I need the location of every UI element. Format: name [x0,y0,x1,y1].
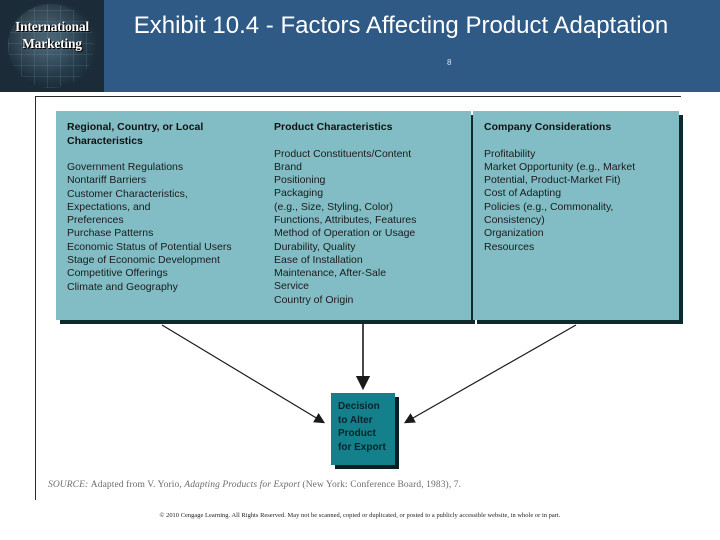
factor-box-product-items: Product Constituents/Content Brand Posit… [274,147,417,306]
slide-title: Exhibit 10.4 - Factors Affecting Product… [133,12,669,39]
arrow-regional-to-decision [161,324,326,424]
factor-box-regional-title: Regional, Country, or Local Characterist… [67,121,204,147]
page-number: 8 [447,58,452,67]
logo-line-1: International [15,19,89,34]
logo-line-2: Marketing [22,36,82,51]
factor-box-regional: Regional, Country, or Local Characterist… [56,111,268,320]
copyright-footer: © 2010 Cengage Learning. All Rights Rese… [159,512,561,519]
factor-box-regional-items: Government Regulations Nontariff Barrier… [67,161,232,293]
source-publication: (New York: Conference Board, 1983), 7. [299,480,462,490]
source-note: SOURCE: Adapted from V. Yorio, Adapting … [48,480,461,490]
factor-box-company: Company Considerations Profitability Mar… [473,111,679,320]
source-label: SOURCE: [48,480,91,490]
decision-box: Decision to Alter Product for Export [331,393,395,465]
factor-box-company-items: Profitability Market Opportunity (e.g., … [484,147,636,253]
logo-text: International Marketing [0,18,104,52]
slide-header: International Marketing Exhibit 10.4 - F… [0,0,720,92]
factor-box-product-title: Product Characteristics [274,121,393,133]
international-marketing-logo: International Marketing [0,0,104,92]
exhibit-canvas: Regional, Country, or Local Characterist… [35,96,681,500]
arrow-company-to-decision [403,324,577,424]
factor-box-company-title: Company Considerations [484,121,612,133]
factor-box-product: Product Characteristics Product Constitu… [263,111,471,320]
source-title: Adapting Products for Export [184,480,300,490]
source-author: Adapted from V. Yorio, [90,480,185,490]
decision-box-text: Decision to Alter Product for Export [338,401,386,453]
